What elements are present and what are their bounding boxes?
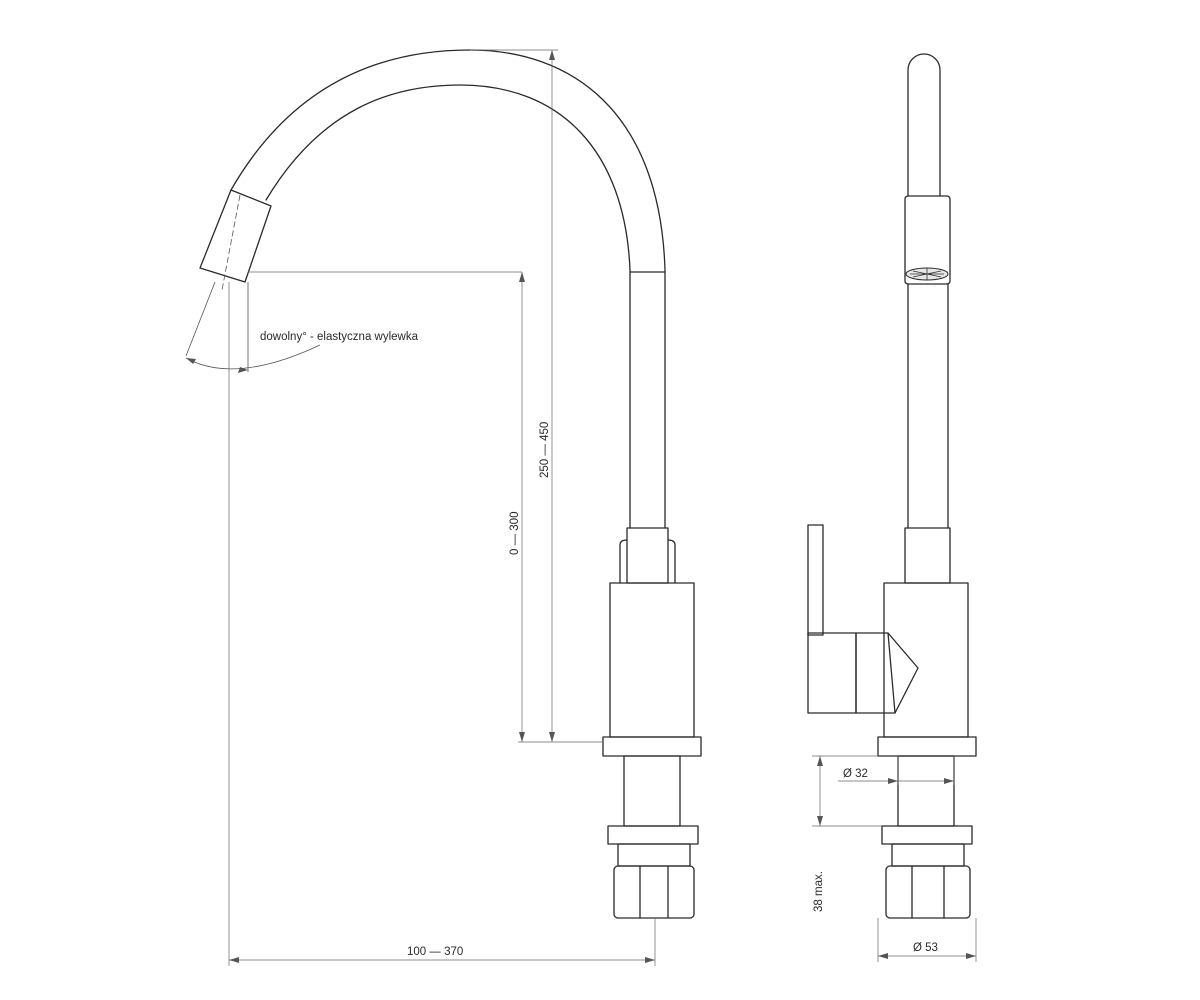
front-body: [883, 582, 969, 738]
mounting-washer-inner: [617, 843, 691, 867]
reach-dimension: 100 — 370: [229, 946, 655, 963]
mounting-shank: [623, 755, 681, 827]
upper-diameter-label: Ø 32: [843, 768, 868, 780]
thread-length-dimension: 38 max.: [812, 755, 882, 912]
swivel-arc: [185, 344, 321, 370]
mounting-washer: [607, 825, 699, 845]
nozzle-axis: [221, 194, 241, 291]
spout-inner-arc: [265, 84, 631, 529]
upper-diameter-dimension: Ø 32: [838, 756, 955, 785]
swivel-note-label: dowolny° - elastyczna wylewka: [260, 331, 419, 343]
spout-collar-cap: [619, 539, 676, 584]
aerator-mesh: [910, 268, 944, 280]
front-washer-inner: [891, 843, 965, 867]
total-height-range-label: 250 — 450: [539, 422, 551, 478]
spout-front-top: [907, 53, 941, 197]
front-washer: [881, 825, 973, 845]
front-view: [807, 53, 977, 919]
thread-length-label: 38 max.: [813, 871, 825, 912]
reach-range-label: 100 — 370: [407, 946, 463, 958]
dia53-arrow-right: [966, 953, 976, 959]
spout-height-range-label: 0 — 300: [509, 512, 521, 555]
dia32-arrow-left: [888, 778, 898, 784]
front-collar: [904, 527, 951, 584]
mounting-nut: [613, 865, 695, 919]
reach-arrow-right: [645, 957, 655, 963]
nozzle-tip: [199, 189, 272, 283]
spout-height-arrow-top: [519, 272, 525, 282]
total-height-arrow-bottom: [549, 732, 555, 742]
spout-outer-arc: [230, 49, 666, 529]
spout-collar: [626, 527, 669, 584]
thread-arrow-top: [817, 756, 823, 766]
base-ring: [602, 736, 702, 757]
lower-diameter-dimension: Ø 53: [877, 918, 977, 962]
handle-block: [807, 632, 857, 714]
total-height-arrow-top: [549, 50, 555, 60]
dia32-arrow-right: [944, 778, 954, 784]
aerator-housing: [904, 195, 951, 285]
dia53-arrow-left: [878, 953, 888, 959]
handle-cartridge: [855, 632, 919, 714]
swivel-ref-line: [185, 281, 216, 357]
spout-height-dimension: 0 — 300: [509, 272, 525, 742]
front-base-ring: [877, 736, 977, 757]
swivel-arrow: [238, 367, 248, 373]
total-height-dimension: 250 — 450: [470, 49, 603, 743]
faucet-body: [609, 582, 695, 738]
front-nut: [885, 865, 971, 919]
front-shank: [897, 755, 955, 827]
swivel-arrow: [186, 358, 196, 364]
spout-height-arrow-bottom: [519, 732, 525, 742]
reach-arrow-left: [229, 957, 239, 963]
side-view: [199, 49, 702, 919]
swivel-annotation: dowolny° - elastyczna wylewka: [185, 281, 419, 373]
thread-arrow-bottom: [817, 816, 823, 826]
handle-lever: [807, 524, 824, 636]
handle-cartridge-edge: [887, 632, 896, 714]
lower-diameter-label: Ø 53: [913, 942, 938, 954]
